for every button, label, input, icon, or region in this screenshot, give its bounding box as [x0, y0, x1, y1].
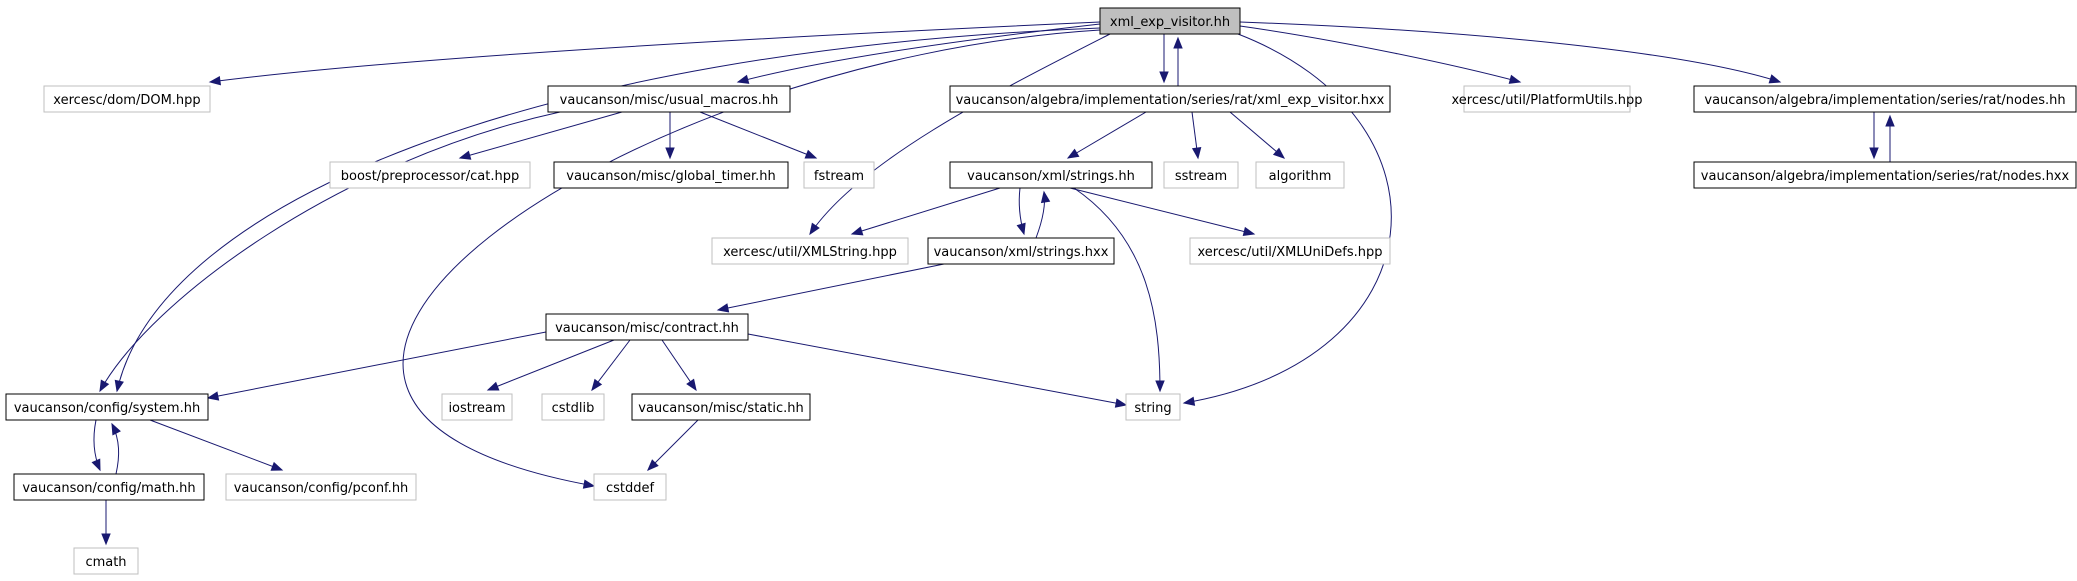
edge-strings_hxx-to-strings_hh: [1035, 190, 1051, 239]
node-strings-hh[interactable]: vaucanson/xml/strings.hh: [949, 161, 1153, 189]
edge-strings_hh-to-xmlstring: [850, 187, 1001, 236]
node-label: xercesc/dom/DOM.hpp: [53, 93, 200, 108]
edge-root-to-dom: [208, 21, 1101, 86]
edge-root-to-system_hh: [114, 27, 1101, 393]
node-cstdlib: cstdlib: [541, 393, 605, 421]
node-usual-macros[interactable]: vaucanson/misc/usual_macros.hh: [547, 85, 791, 113]
edge-usual_macros-to-boost_cat: [458, 111, 623, 160]
node-label: xercesc/util/XMLUniDefs.hpp: [1197, 245, 1382, 260]
node-label: fstream: [814, 169, 864, 184]
node-label: xercesc/util/PlatformUtils.hpp: [1451, 93, 1642, 108]
node-math-hh[interactable]: vaucanson/config/math.hh: [13, 473, 205, 501]
node-iostream: iostream: [441, 393, 513, 421]
edge-strings_hh-to-string: [1073, 187, 1165, 393]
node-label: iostream: [448, 401, 505, 416]
node-label: vaucanson/xml/strings.hh: [967, 169, 1135, 184]
node-label: vaucanson/algebra/implementation/series/…: [1704, 93, 2065, 108]
node-dom: xercesc/dom/DOM.hpp: [43, 85, 211, 113]
edge-root-to-nodes_hh: [1239, 21, 1782, 84]
node-label: cmath: [85, 555, 126, 570]
edges-layer: [91, 21, 1895, 546]
node-static-hh[interactable]: vaucanson/misc/static.hh: [631, 393, 811, 421]
nodes-layer: xml_exp_visitor.hh xercesc/dom/DOM.hpp vau…: [5, 7, 2077, 575]
node-system-hh[interactable]: vaucanson/config/system.hh: [5, 393, 209, 421]
node-label: string: [1134, 401, 1171, 416]
edge-xml_exp_visitor_hxx-to-strings_hh: [1066, 111, 1147, 159]
node-label: vaucanson/misc/usual_macros.hh: [560, 93, 779, 108]
node-root[interactable]: xml_exp_visitor.hh: [1099, 7, 1241, 35]
node-label: cstdlib: [552, 401, 595, 416]
edge-root-to-xml_exp_visitor_hxx: [1159, 34, 1169, 84]
node-label: xml_exp_visitor.hh: [1110, 15, 1230, 30]
node-string: string: [1125, 393, 1181, 421]
node-contract[interactable]: vaucanson/misc/contract.hh: [545, 313, 749, 341]
node-algorithm: algorithm: [1255, 161, 1345, 189]
node-label: vaucanson/misc/contract.hh: [555, 321, 739, 336]
node-pconf: vaucanson/config/pconf.hh: [225, 473, 417, 501]
node-platformutils: xercesc/util/PlatformUtils.hpp: [1451, 85, 1643, 113]
edge-strings_hxx-to-contract: [716, 263, 945, 313]
edge-math_hh-to-cmath: [101, 500, 111, 546]
node-label: vaucanson/algebra/implementation/series/…: [1701, 169, 2070, 184]
node-label: xercesc/util/XMLString.hpp: [723, 245, 897, 260]
edge-contract-to-iostream: [486, 339, 615, 391]
node-xmlstring: xercesc/util/XMLString.hpp: [711, 237, 909, 265]
edge-usual_macros-to-fstream: [699, 111, 818, 159]
edge-contract-to-system_hh: [206, 331, 547, 401]
edge-root-to-cstddef: [402, 29, 1101, 489]
node-xml-exp-visitor-hxx[interactable]: vaucanson/algebra/implementation/series/…: [949, 85, 1391, 113]
edge-usual_macros-to-global_timer: [665, 112, 675, 160]
node-label: cstddef: [606, 481, 655, 496]
node-label: vaucanson/misc/static.hh: [638, 401, 803, 416]
edge-strings_hh-to-strings_hxx: [1016, 187, 1026, 236]
node-nodes-hxx[interactable]: vaucanson/algebra/implementation/series/…: [1693, 161, 2077, 189]
edge-system_hh-to-math_hh: [91, 419, 101, 472]
edge-xml_exp_visitor_hxx-to-root: [1173, 36, 1183, 86]
edge-xml_exp_visitor_hxx-to-algorithm: [1229, 111, 1286, 159]
node-label: algorithm: [1269, 169, 1332, 184]
node-label: sstream: [1175, 169, 1227, 184]
edge-nodes_hh-to-nodes_hxx: [1869, 112, 1879, 160]
edge-nodes_hxx-to-nodes_hh: [1885, 114, 1895, 162]
edge-root-to-platformutils: [1239, 25, 1522, 84]
edge-strings_hh-to-xmlunidefs: [1069, 187, 1256, 237]
node-cmath: cmath: [73, 547, 139, 575]
edge-contract-to-string: [747, 333, 1128, 408]
edge-root-to-usual_macros: [736, 23, 1101, 84]
edge-contract-to-cstdlib: [591, 339, 631, 392]
node-fstream: fstream: [803, 161, 875, 189]
edge-contract-to-static_hh: [661, 339, 697, 392]
node-label: vaucanson/config/system.hh: [14, 401, 200, 416]
node-strings-hxx[interactable]: vaucanson/xml/strings.hxx: [927, 237, 1115, 265]
edge-root-to-xmlstring: [809, 33, 1111, 236]
node-cstddef: cstddef: [593, 473, 667, 501]
node-boost-cat: boost/preprocessor/cat.hpp: [329, 161, 531, 189]
node-label: vaucanson/algebra/implementation/series/…: [956, 93, 1385, 108]
node-sstream: sstream: [1163, 161, 1239, 189]
node-label: vaucanson/config/pconf.hh: [234, 481, 409, 496]
node-label: vaucanson/misc/global_timer.hh: [566, 169, 775, 184]
node-global-timer[interactable]: vaucanson/misc/global_timer.hh: [553, 161, 789, 189]
edge-xml_exp_visitor_hxx-to-sstream: [1191, 111, 1202, 160]
edge-math_hh-to-system_hh: [111, 422, 121, 475]
node-label: boost/preprocessor/cat.hpp: [341, 169, 519, 184]
node-label: vaucanson/xml/strings.hxx: [934, 245, 1109, 260]
node-label: vaucanson/config/math.hh: [22, 481, 195, 496]
edge-static_hh-to-cstddef: [647, 419, 699, 471]
node-nodes-hh[interactable]: vaucanson/algebra/implementation/series/…: [1693, 85, 2077, 113]
node-xmlunidefs: xercesc/util/XMLUniDefs.hpp: [1189, 237, 1391, 265]
edge-system_hh-to-pconf: [149, 419, 284, 471]
edge-root-to-string: [1182, 33, 1392, 406]
edge-usual_macros-to-system_hh: [99, 111, 561, 393]
